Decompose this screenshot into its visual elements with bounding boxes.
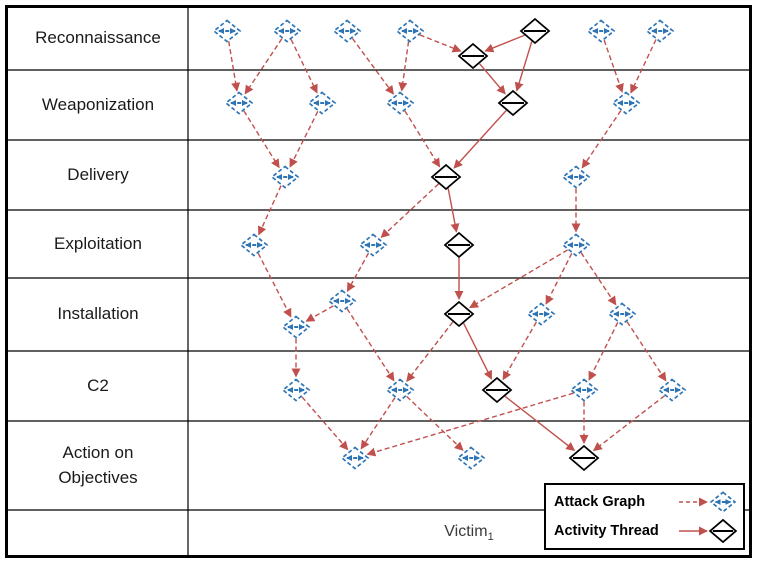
edge-R4-R5 [419,34,462,53]
legend-activity-thread-label: Activity Thread [554,522,659,539]
activity-thread-node-R5 [457,42,489,70]
legend-activity-thread-sample-icon [679,518,737,543]
attack-graph-node-R1 [212,19,242,43]
attack-graph-node-W5 [611,91,641,115]
row-label-action-on-objectives: Action on Objectives [58,442,138,487]
legend-item-attack-graph: Attack Graph [554,490,737,514]
row-label-c2: C2 [87,375,109,395]
edge-D2-X3 [447,188,460,233]
attack-graph-node-N2 [281,315,311,339]
edge-R5-W4 [479,63,506,95]
attack-graph-node-N4 [526,302,556,326]
edge-W1-D1 [243,110,280,169]
edge-N1-N2 [305,305,334,322]
edge-X4-N5 [580,252,617,306]
edge-C2-A1 [360,397,396,450]
legend-box: Attack Graph Activity Thread [544,483,745,550]
activity-thread-node-D2 [430,163,462,191]
activity-thread-node-X3 [443,231,475,259]
edge-C5-A3 [592,395,665,452]
edge-D1-X1 [257,185,282,236]
attack-graph-node-W2 [307,91,337,115]
attack-graph-node-R2 [272,19,302,43]
edge-N3-C3 [463,322,493,380]
attack-graph-node-C1 [281,378,311,402]
edge-D2-X2 [380,183,440,239]
edge-C3-A3 [504,395,576,452]
edge-R8-W5 [630,39,657,94]
 [709,491,737,514]
edge-X2-N1 [346,252,370,292]
row-label-installation: Installation [57,304,139,324]
edge-N3-C2 [406,321,454,382]
row-label-reconnaissance: Reconnaissance [35,28,161,48]
attack-graph-node-W3 [385,91,415,115]
attack-graph-node-X1 [239,233,269,257]
victim-label: Victim1 [188,510,750,556]
edge-R2-W1 [244,38,283,95]
activity-thread-node-N3 [443,300,475,328]
attack-graph-node-C5 [657,378,687,402]
attack-graph-node-N5 [607,302,637,326]
legend-item-activity-thread: Activity Thread [554,518,737,543]
edge-R2-W2 [290,39,318,94]
attack-graph-node-X2 [358,233,388,257]
edge-N5-C4 [588,322,619,381]
attack-graph-node-R3 [332,19,362,43]
attack-graph-node-N1 [327,289,357,313]
edge-C4-A1 [366,392,574,457]
activity-thread-node-A3 [568,444,600,472]
attack-graph-node-R8 [645,19,675,43]
edge-X4-N3 [469,249,568,309]
edge-R6-R5 [484,34,525,53]
edge-R1-W1 [228,41,241,92]
attack-graph-node-C4 [569,378,599,402]
attack-graph-node-R4 [395,19,425,43]
edge-N4-C3 [502,321,537,381]
legend-attack-graph-sample-icon [679,491,737,514]
edge-R4-W3 [398,41,410,92]
attack-graph-node-A2 [456,446,486,470]
edge-C2-A2 [406,395,464,451]
edge-W5-D3 [581,110,622,169]
edge-W4-D2 [453,110,507,169]
edge-W2-D1 [289,111,319,168]
edge-N5-C5 [626,321,667,382]
attack-graph-node-D3 [561,165,591,189]
activity-thread-node-W4 [497,89,529,117]
legend-attack-graph-label: Attack Graph [554,494,646,511]
 [708,518,737,543]
edge-R6-W4 [514,41,533,92]
edge-C1-A1 [301,396,349,451]
edge-X1-N2 [257,252,292,318]
row-label-exploitation: Exploitation [54,233,142,253]
attack-graph-node-A1 [340,446,370,470]
edge-X4-N4 [545,253,573,305]
attack-graph-node-W1 [224,91,254,115]
edge-N1-C2 [346,308,395,382]
edge-R7-W5 [603,39,624,93]
row-label-delivery: Delivery [67,164,129,184]
activity-thread-node-R6 [519,17,551,45]
victim-text: Victim1 [444,522,494,544]
activity-thread-node-C3 [481,376,513,404]
attack-graph-node-R7 [586,19,616,43]
edge-W3-D2 [404,110,441,168]
edge-R3-W3 [351,37,394,95]
table-outer-border [5,5,752,558]
attack-graph-node-C2 [385,378,415,402]
attack-graph-node-X4 [561,233,591,257]
row-label-weaponization: Weaponization [41,94,155,114]
attack-graph-node-D1 [270,165,300,189]
